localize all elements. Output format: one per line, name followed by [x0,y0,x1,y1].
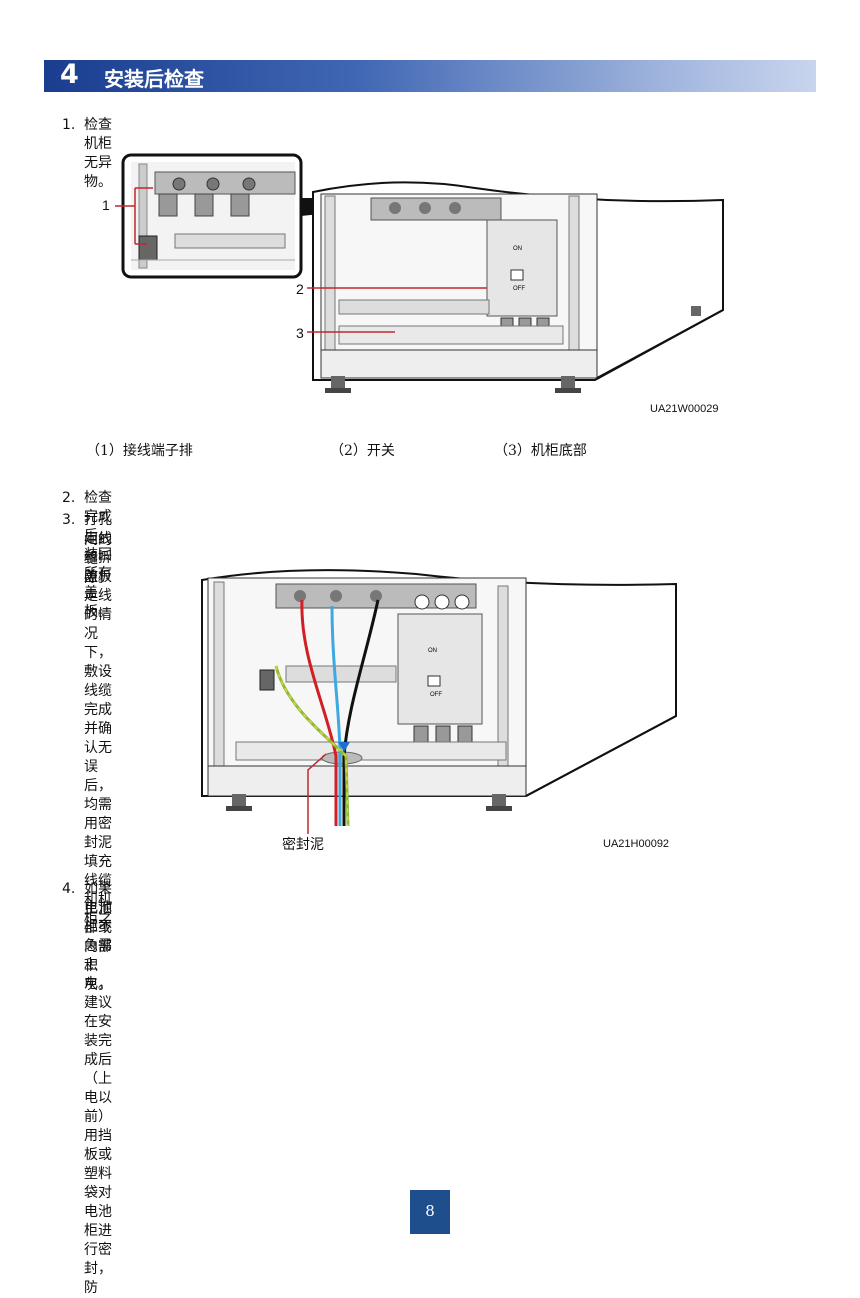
cabinet-inspection-figure: ON OFF [115,153,724,393]
sealant-label: 密封泥 [282,837,324,853]
step-3-number: 3. [62,512,76,528]
fig1-switch-on: ON [513,246,522,252]
sealant-figure: ON OFF [201,569,677,834]
section-title: 安装后检查 [104,67,204,91]
step-4-number: 4. [62,881,76,897]
section-header: 4 安装后检查 [44,59,816,92]
fig1-switch-off: OFF [513,286,525,292]
callout-3: 3 [296,325,304,341]
terminal-inset [121,153,303,279]
step-2-text: 检查完成后，装回所有盖板。 [84,490,112,620]
page-number: 8 [425,1202,435,1220]
step-3-text-line1: 打孔走线和拆盖板走线的情况下，敷设线缆完成并确认无误后，均需用密封泥填充线缆和机… [84,512,112,927]
caption-cabinet-bottom: （3）机柜底部 [494,443,587,459]
caption-switch: （2）开关 [330,443,395,459]
callout-1: 1 [102,197,110,213]
figure1-code: UA21W00029 [650,403,719,415]
fig2-switch-on: ON [428,648,437,654]
step-1-number: 1. [62,117,76,133]
step-1-text: 检查机柜无异物。 [84,117,112,190]
cabinet-body: ON OFF [312,181,724,393]
callout-2: 2 [296,281,304,297]
section-number: 4 [60,59,79,90]
step-4-text-line2: 止顶部或内部积灰。 [84,901,112,993]
figure2-code: UA21H00092 [603,838,670,850]
step-3-text-line2: 间的缝隙。 [84,532,112,586]
fig2-switch-off: OFF [430,692,442,698]
step-2-number: 2. [62,490,76,506]
cabinet-body-2: ON OFF [201,569,677,811]
caption-terminal-block: （1）接线端子排 [86,443,193,459]
page-number-box: 8 [410,1190,450,1234]
